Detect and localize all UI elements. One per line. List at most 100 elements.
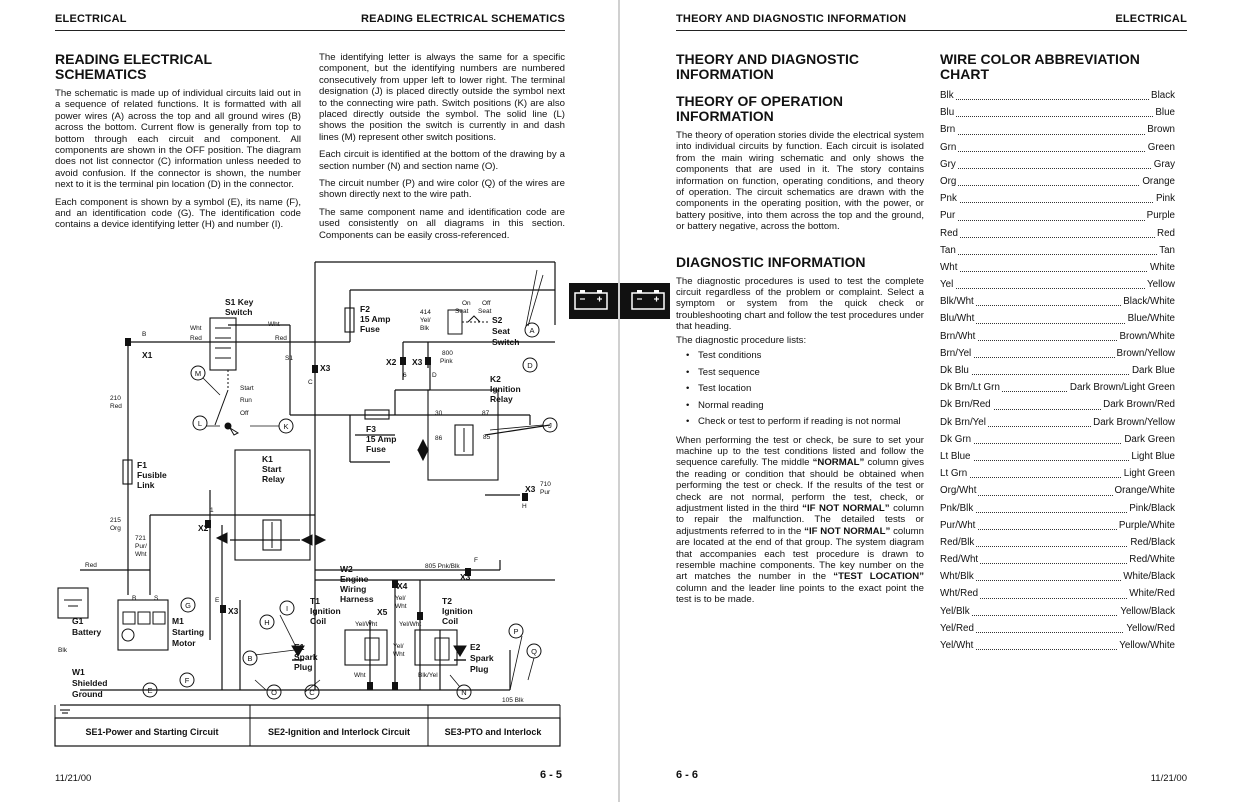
label-x3-k2: X3	[525, 484, 536, 494]
wire-color-name: Red/Black	[1128, 533, 1175, 552]
label-red-210: Red	[110, 403, 122, 410]
left-page: ELECTRICAL READING ELECTRICAL SCHEMATICS…	[54, 13, 619, 784]
label-s1: S1 Key	[225, 297, 254, 307]
label-pin-1: 1	[210, 507, 214, 514]
wire-color-name: Dark Brown/Light Green	[1067, 379, 1175, 397]
label-x3-mid: X3	[228, 606, 239, 616]
wire-color-name: Yellow/White	[1117, 637, 1175, 655]
header-rule	[55, 30, 565, 31]
callout-d: D	[527, 361, 533, 370]
label-e2c: Plug	[470, 664, 488, 674]
leader-dots	[940, 614, 1175, 616]
label-x2-right: X2	[386, 357, 397, 367]
callout-q: Q	[531, 647, 537, 656]
callout-g: G	[185, 601, 191, 610]
label-w805: 805 Pnk/Blk	[425, 563, 460, 570]
label-w414: 414	[420, 309, 431, 316]
leader-dots	[940, 580, 1175, 582]
paragraph: The identifying letter is always the sam…	[319, 52, 565, 143]
label-t85: 85	[483, 434, 491, 441]
wire-abbreviation: Yel/Red	[940, 619, 976, 638]
label-yel-wht-2: Wht	[393, 651, 405, 658]
wire-color-name: Yellow/Black	[1118, 602, 1175, 620]
label-off-seat: Off	[482, 300, 491, 307]
leader-dots	[940, 632, 1175, 633]
wire-color-name: Red/White	[1127, 551, 1175, 569]
label-f3b: 15 Amp	[366, 434, 396, 444]
label-x3-right: X3	[412, 357, 423, 367]
wire-color-name: Blue/White	[1125, 310, 1175, 328]
label-s1b: Switch	[225, 307, 252, 317]
header-right: READING ELECTRICAL SCHEMATICS	[360, 13, 565, 25]
label-on-seat: On	[462, 300, 471, 307]
label-e1c: Plug	[294, 662, 312, 672]
label-s2c: Switch	[492, 337, 519, 347]
wire-abbreviation: Blu/Wht	[940, 310, 977, 328]
section-se2: SE2-Ignition and Interlock Circuit	[268, 727, 410, 737]
wire-abbreviation: Dk Brn/Lt Grn	[940, 379, 1002, 397]
label-pin-e: E	[215, 597, 220, 604]
label-red-2: Red	[275, 335, 287, 342]
label-t87: 87	[482, 410, 490, 417]
label-t1: T1	[310, 596, 320, 606]
page-number: 6 - 5	[540, 769, 563, 781]
wire-abbreviation: Blk	[940, 87, 956, 105]
label-t2b: Ignition	[442, 606, 473, 616]
label-pur: Pur	[540, 489, 551, 496]
right-column-1: THEORY AND DIAGNOSTIC INFORMATION THEORY…	[676, 52, 924, 612]
wire-color-name: Orange/White	[1112, 482, 1175, 500]
leader-dots	[940, 477, 1175, 479]
label-f2: F2	[360, 304, 370, 314]
label-f3c: Fuse	[366, 444, 386, 454]
wire-color-row: Blu/Wht Blue/White	[940, 310, 1175, 328]
label-t1b: Ignition	[310, 606, 341, 616]
label-yelwht-2: Yel/Wht	[399, 621, 421, 628]
wire-abbreviation: Yel/Wht	[940, 637, 976, 655]
label-blk: Blk	[58, 647, 68, 654]
wire-abbreviation: Pnk/Blk	[940, 499, 976, 517]
leader-dots	[940, 597, 1175, 599]
battery-tab-right	[620, 283, 670, 319]
label-w721b: Pur/	[135, 543, 147, 550]
section-title-theory-diag: THEORY AND DIAGNOSTIC INFORMATION	[676, 51, 860, 82]
label-pin-f: F	[474, 557, 478, 564]
label-red: Red	[190, 335, 202, 342]
label-w105: 105 Blk	[502, 697, 524, 704]
wire-abbreviation: Org	[940, 172, 959, 191]
leader-dots	[940, 442, 1175, 444]
wire-color-name: Black	[1149, 87, 1175, 105]
label-w721c: Wht	[135, 551, 147, 558]
label-w1: W1	[72, 667, 85, 677]
label-pin-s1: S1	[285, 355, 293, 362]
label-x2: X2	[198, 523, 209, 533]
leader-dots	[940, 322, 1175, 324]
wire-color-name: Red	[1155, 224, 1175, 242]
footer-date: 11/21/00	[1150, 773, 1187, 784]
label-b-top: B	[142, 331, 146, 338]
wire-color-row: Yel/Wht Yellow/White	[940, 637, 1175, 655]
wire-abbreviation: Org/Wht	[940, 482, 979, 500]
left-column-1: READING ELECTRICAL SCHEMATICS The schema…	[55, 52, 301, 237]
paragraph: Each circuit is identified at the bottom…	[319, 149, 565, 172]
label-t2c: Coil	[442, 616, 458, 626]
wire-abbreviation: Blk/Wht	[940, 293, 976, 311]
label-w800: 800	[442, 350, 453, 357]
wire-color-name: Dark Brown/Yellow	[1091, 413, 1175, 431]
label-pin-b: B	[132, 595, 136, 602]
leader-dots	[940, 391, 1175, 393]
header-rule	[676, 30, 1187, 31]
chart-title: WIRE COLOR ABBREVIATION CHART	[940, 51, 1140, 82]
wire-abbreviation: Red	[940, 224, 960, 242]
wire-color-name: Tan	[1157, 241, 1175, 259]
label-e2b: Spark	[470, 653, 494, 663]
label-f1c: Link	[137, 480, 155, 490]
wire-abbreviation: Dk Brn/Red	[940, 396, 993, 414]
